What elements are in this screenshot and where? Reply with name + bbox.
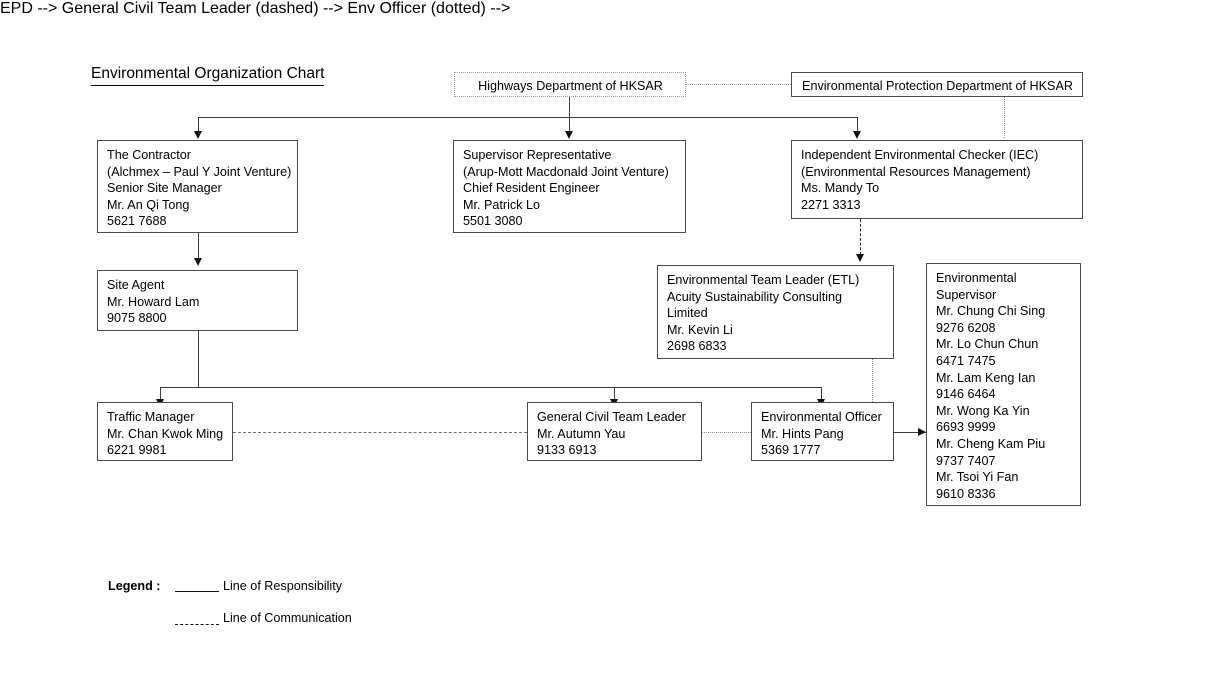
connector-site-agent-stem (198, 331, 199, 387)
connector-drop-contractor (198, 117, 199, 134)
connector-drop-env-officer (821, 387, 822, 402)
node-highways-department[interactable]: Highways Department of HKSAR (454, 72, 686, 97)
arrowhead-site-agent (194, 258, 202, 266)
connector-drop-traffic-manager (160, 387, 161, 402)
connector-bus-bottom (160, 387, 822, 388)
connector-bus-top (198, 117, 858, 118)
legend-dashed-line-swatch (175, 624, 219, 625)
node-environmental-protection-department[interactable]: Environmental Protection Department of H… (791, 72, 1083, 97)
connector-drop-iec (857, 117, 858, 134)
arrowhead-supervisor (565, 131, 573, 139)
node-environmental-team-leader[interactable]: Environmental Team Leader (ETL) Acuity S… (657, 265, 894, 359)
node-the-contractor[interactable]: The Contractor (Alchmex – Paul Y Joint V… (97, 140, 298, 233)
connector-epd-to-iec (1004, 97, 1005, 138)
arrowhead-env-supervisor (918, 428, 926, 436)
legend-label: Legend : (108, 579, 161, 593)
node-independent-environmental-checker[interactable]: Independent Environmental Checker (IEC) … (791, 140, 1083, 219)
connector-contractor-to-site-agent (198, 233, 199, 260)
connector-general-civil-to-env-officer (702, 432, 751, 433)
legend-line-of-responsibility: Line of Responsibility (223, 579, 343, 593)
arrowhead-contractor (194, 131, 202, 139)
connector-env-officer-to-supervisor (894, 432, 926, 433)
node-supervisor-representative[interactable]: Supervisor Representative (Arup-Mott Mac… (453, 140, 686, 233)
connector-traffic-to-general-civil (233, 432, 527, 433)
page-title: Environmental Organization Chart (91, 64, 325, 86)
connector-iec-to-etl (860, 219, 861, 255)
arrowhead-iec (853, 131, 861, 139)
legend-solid-line-swatch (175, 591, 219, 592)
node-environmental-officer[interactable]: Environmental Officer Mr. Hints Pang 536… (751, 402, 894, 461)
node-general-civil-team-leader[interactable]: General Civil Team Leader Mr. Autumn Yau… (527, 402, 702, 461)
legend-line-of-communication: Line of Communication (223, 611, 352, 625)
connector-drop-general-civil (614, 387, 615, 402)
node-site-agent[interactable]: Site Agent Mr. Howard Lam 9075 8800 (97, 270, 298, 331)
arrowhead-etl (856, 254, 864, 262)
connector-drop-supervisor (569, 117, 570, 134)
connector-etl-to-env-officer (872, 359, 873, 402)
connector-highways-to-epd (686, 84, 791, 85)
node-traffic-manager[interactable]: Traffic Manager Mr. Chan Kwok Ming 6221 … (97, 402, 233, 461)
connector-highways-stem (569, 97, 570, 118)
node-environmental-supervisor[interactable]: Environmental Supervisor Mr. Chung Chi S… (926, 263, 1081, 506)
